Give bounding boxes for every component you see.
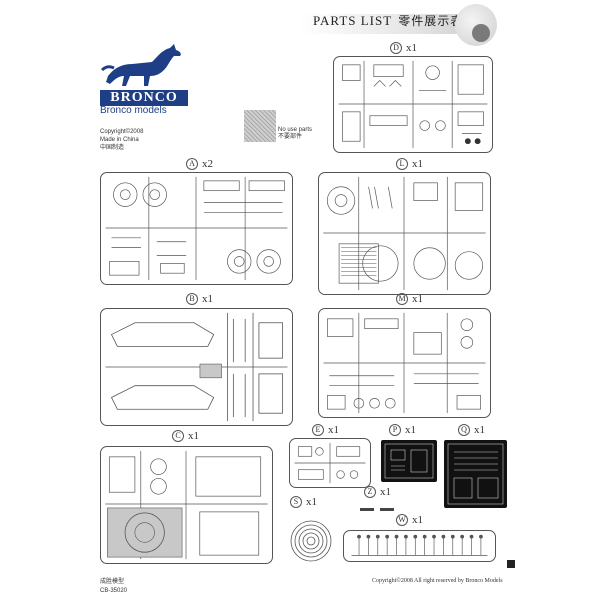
sprue-d-letter: D — [390, 42, 402, 54]
sprue-w-qty: x1 — [412, 514, 423, 526]
sprue-b — [100, 308, 293, 426]
sprue-b-label: B x1 — [186, 293, 213, 305]
pe-fret-q — [444, 440, 507, 508]
sprue-d — [333, 56, 493, 153]
page-title: PARTS LIST 零件展示表: — [313, 12, 468, 29]
sprue-w-letter: W — [396, 514, 408, 526]
sprue-d-label: D x1 — [390, 42, 417, 54]
footer-copyright: Copyright©2008 All right reserved by Bro… — [372, 578, 503, 584]
brand-info: Copyright©2008 Made in China 中国制造 — [100, 128, 143, 152]
no-use-label-en: No use parts — [278, 127, 313, 133]
sprue-w — [343, 530, 496, 562]
sprue-e-label: E x1 — [312, 424, 339, 436]
sprue-a-letter: A — [186, 158, 198, 170]
sprue-c-parts — [105, 450, 268, 560]
sprue-a-label: A x2 — [186, 158, 213, 170]
bronco-logo: BRONCO Bronco models — [100, 42, 188, 118]
sprue-d-parts — [338, 60, 488, 149]
sprue-m-label: M x1 — [396, 293, 423, 305]
copyright-text: Copyright©2008 — [100, 129, 144, 135]
sprue-c-label: C x1 — [172, 430, 199, 442]
page-mark — [507, 560, 515, 568]
pe-fret-p-parts — [384, 443, 434, 479]
sprue-z-qty: x1 — [380, 486, 391, 498]
spring-part — [290, 520, 332, 562]
sprue-c-qty: x1 — [188, 430, 199, 442]
sprue-e-qty: x1 — [328, 424, 339, 436]
sprue-e — [289, 438, 371, 488]
sprue-s-label: S x1 — [290, 496, 317, 508]
sprue-b-letter: B — [186, 293, 198, 305]
header-disc-dark — [472, 24, 490, 42]
sprue-p-letter: P — [389, 424, 401, 436]
sprue-b-parts — [105, 312, 288, 422]
sprue-a-qty: x2 — [202, 158, 213, 170]
pe-fret-q-parts — [447, 443, 504, 505]
sprue-w-label: W x1 — [396, 514, 423, 526]
page-title-en: PARTS LIST — [313, 13, 393, 28]
sprue-l-qty: x1 — [412, 158, 423, 170]
sprue-l-parts — [323, 176, 486, 291]
sprue-l — [318, 172, 491, 295]
no-use-label-cn: 不要部件 — [278, 134, 303, 140]
footer-code: CB-35020 — [100, 588, 128, 594]
made-in-cn-text: 中国制造 — [100, 145, 125, 151]
footer-left: 成胜模型 CB-35020 — [100, 578, 127, 596]
sprue-b-qty: x1 — [202, 293, 213, 305]
sprue-w-parts — [351, 534, 488, 556]
footer-cn: 成胜模型 — [100, 579, 125, 585]
sprue-l-label: L x1 — [396, 158, 423, 170]
sprue-m-qty: x1 — [412, 293, 423, 305]
sprue-m-letter: M — [396, 293, 408, 305]
sprue-q-qty: x1 — [474, 424, 485, 436]
sprue-e-letter: E — [312, 424, 324, 436]
sprue-p-label: P x1 — [389, 424, 416, 436]
sprue-s-letter: S — [290, 496, 302, 508]
brand-name: BRONCO — [100, 90, 188, 106]
horse-icon — [100, 44, 181, 86]
sprue-q-label: Q x1 — [458, 424, 485, 436]
no-use-label: No use parts 不要部件 — [278, 127, 312, 141]
sprue-a — [100, 172, 293, 285]
sprue-s-qty: x1 — [306, 496, 317, 508]
sprue-a-parts — [105, 176, 288, 281]
no-use-swatch — [244, 110, 276, 142]
sprue-m — [318, 308, 491, 418]
sprue-z-letter: Z — [364, 486, 376, 498]
sprue-c — [100, 446, 273, 564]
pe-fret-p — [381, 440, 437, 482]
sprue-d-qty: x1 — [406, 42, 417, 54]
sprue-z-parts — [360, 508, 394, 511]
sprue-m-parts — [323, 312, 486, 414]
page-title-cn: 零件展示表: — [398, 14, 469, 28]
sprue-q-letter: Q — [458, 424, 470, 436]
header-band — [300, 14, 480, 34]
made-in-text: Made in China — [100, 137, 139, 143]
sprue-c-letter: C — [172, 430, 184, 442]
sprue-l-letter: L — [396, 158, 408, 170]
brand-subtitle: Bronco models — [100, 105, 167, 116]
sprue-z-label: Z x1 — [364, 486, 391, 498]
sprue-e-parts — [294, 442, 366, 484]
sprue-p-qty: x1 — [405, 424, 416, 436]
